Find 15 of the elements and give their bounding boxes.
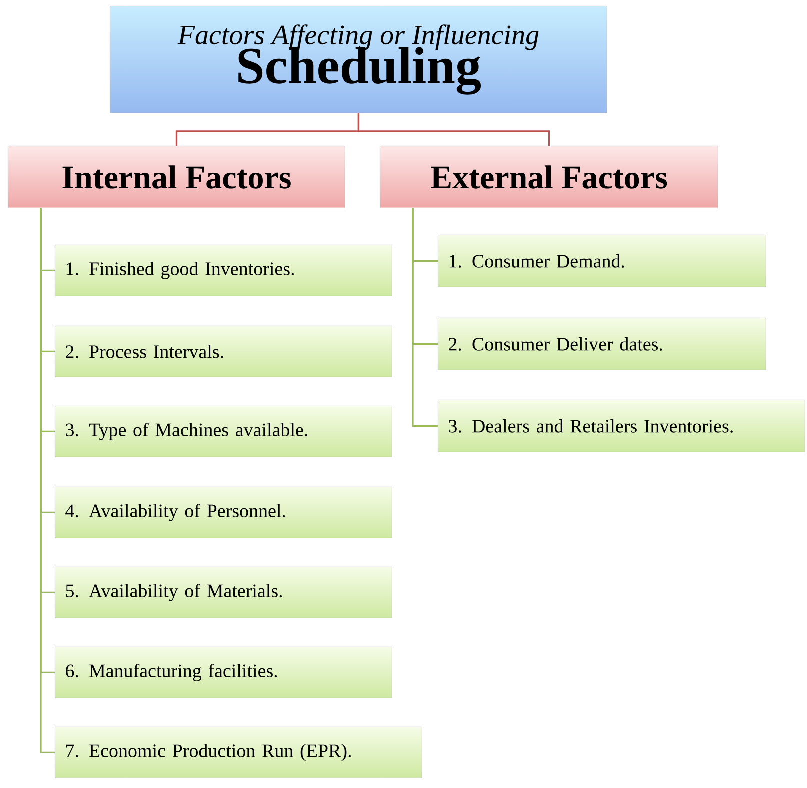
factor-box: 1. Consumer Demand. [438,235,766,288]
factor-box: 2. Consumer Deliver dates. [438,318,766,370]
category-box: External Factors [380,146,718,208]
factor-box: 3. Dealers and Retailers Inventories. [438,400,806,452]
connector-line [412,208,438,427]
factor-box: 4. Availability of Personnel. [55,487,392,538]
factor-box: 1. Finished good Inventories. [55,245,392,296]
factor-box: 3. Type of Machines available. [55,406,392,458]
factor-box: 2. Process Intervals. [55,326,392,378]
title-box: Factors Affecting or Influencing Scheduling [110,6,608,114]
connector-line [358,113,550,146]
factor-box: 7. Economic Production Run (EPR). [55,727,422,778]
factor-box: 5. Availability of Materials. [55,567,392,618]
category-box: Internal Factors [8,146,346,208]
factor-box: 6. Manufacturing facilities. [55,647,392,698]
